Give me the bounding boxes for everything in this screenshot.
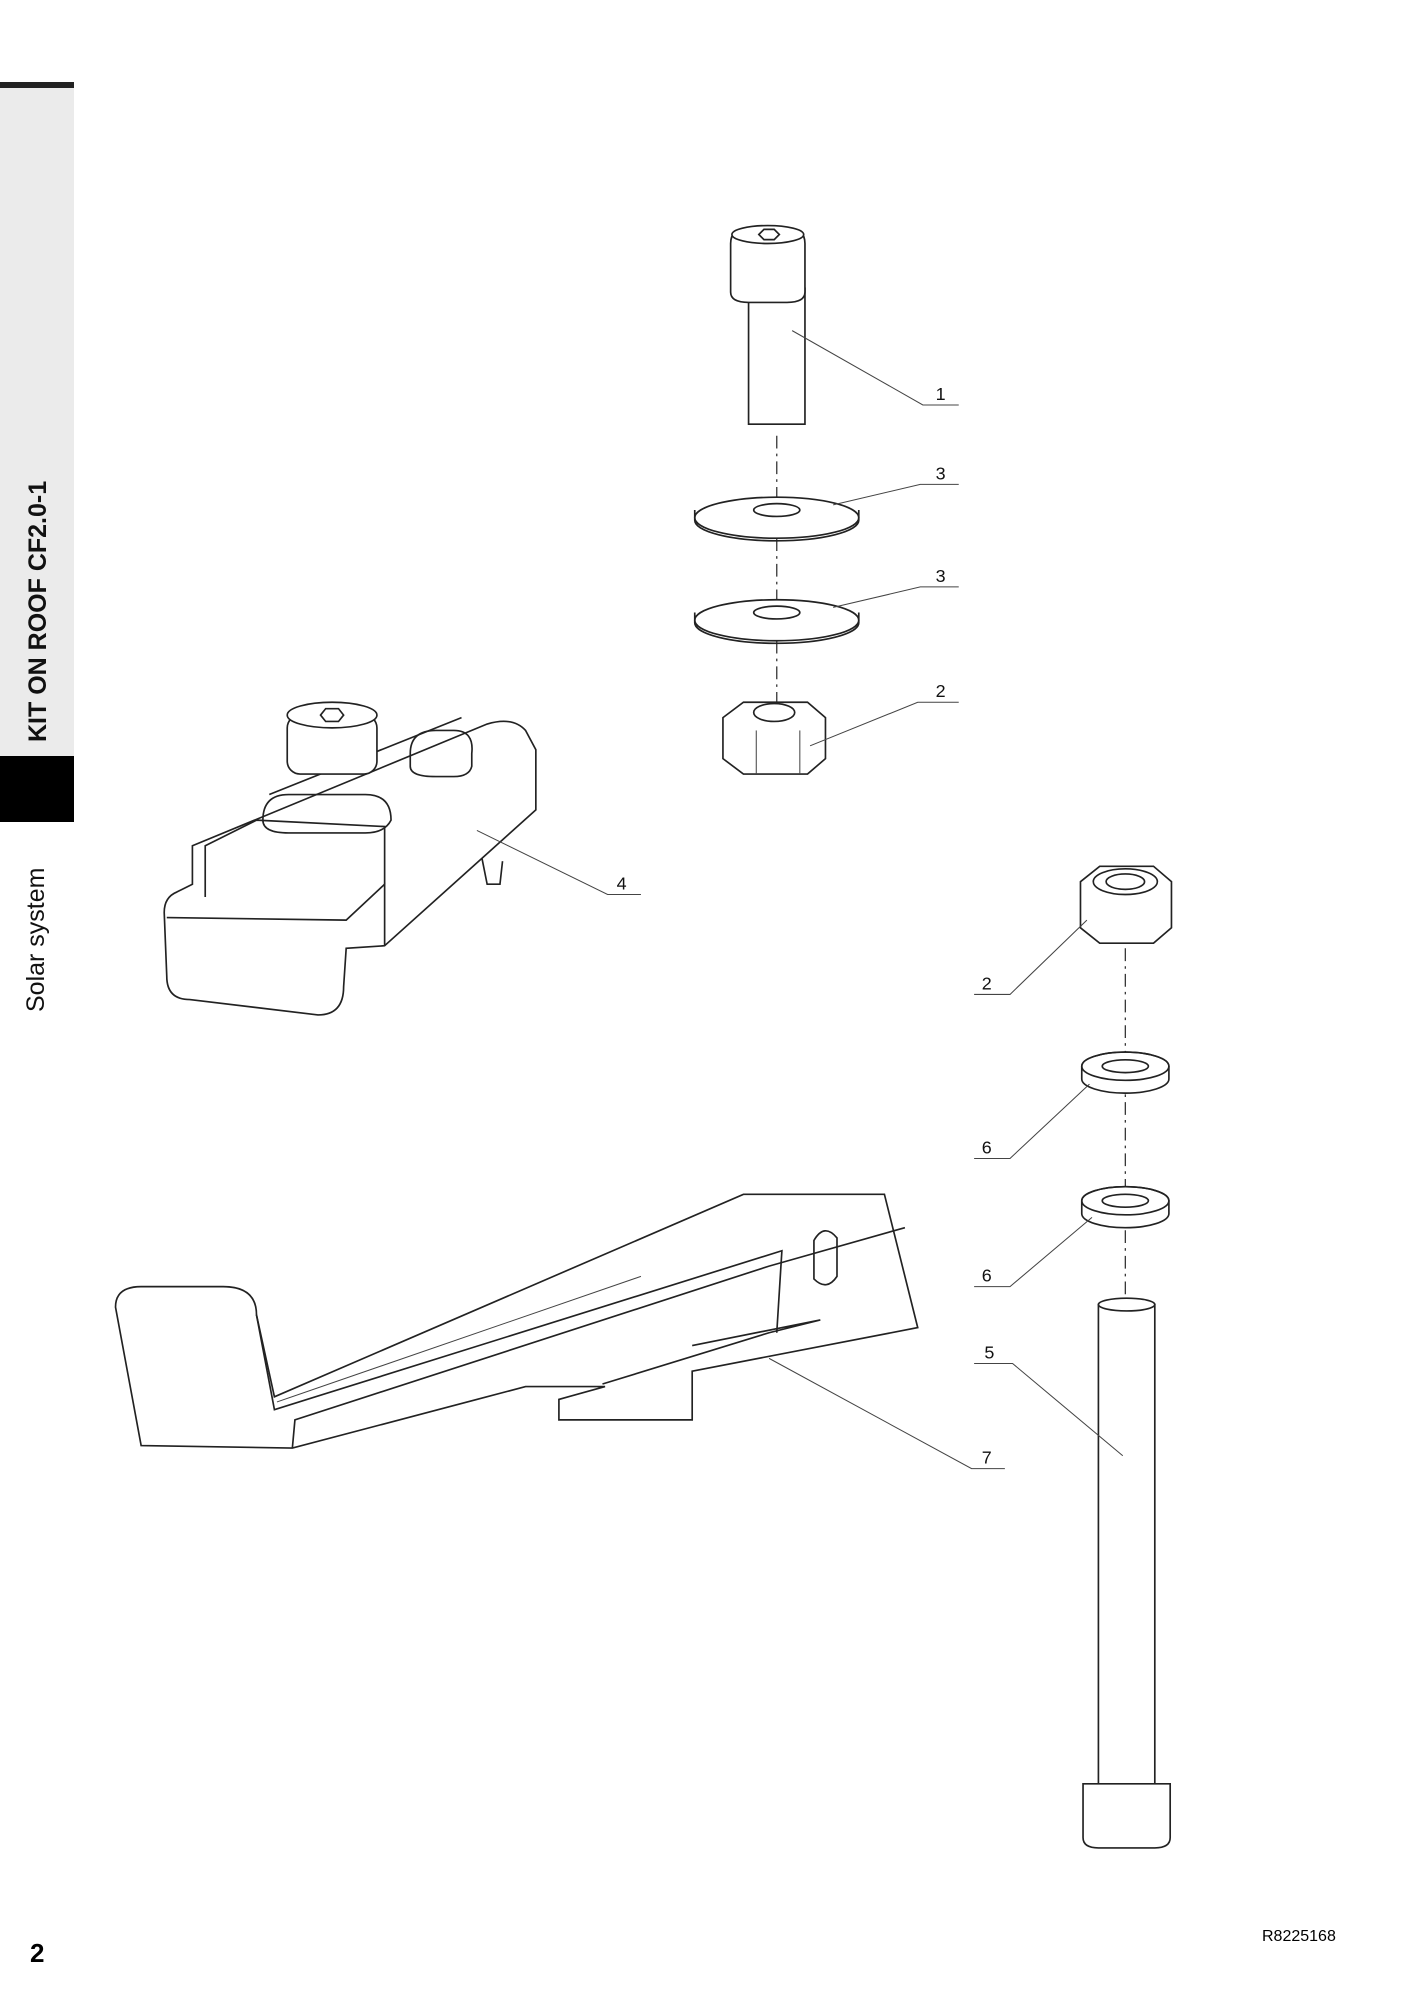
part-4-clamp — [163, 701, 537, 1016]
part-2-nut — [1079, 865, 1173, 1297]
page-number: 2 — [30, 1938, 45, 1968]
callout-4: 4 — [617, 873, 627, 893]
callout-3: 3 — [936, 463, 946, 483]
part-7-roof-hook — [114, 1193, 919, 1449]
sidebar-marker — [0, 756, 74, 822]
document-reference: R8225168 — [1262, 1928, 1336, 1945]
part-3-washer — [693, 496, 860, 542]
header-rule — [0, 82, 74, 88]
part-1-cap-screw — [729, 224, 806, 718]
part-3-washer — [693, 598, 860, 645]
callout-labels: 1 3 3 2 4 2 6 6 5 7 — [617, 384, 995, 1468]
part-5-long-screw — [1082, 1297, 1172, 1849]
callout-6: 6 — [982, 1265, 992, 1285]
sidebar-band — [0, 88, 74, 756]
callout-6: 6 — [982, 1137, 992, 1157]
callout-2: 2 — [936, 681, 946, 701]
callout-5: 5 — [984, 1342, 994, 1362]
part-6-washer — [1080, 1185, 1170, 1229]
callout-1: 1 — [936, 384, 946, 404]
callout-2: 2 — [982, 973, 992, 993]
callout-3: 3 — [936, 566, 946, 586]
part-2-nut — [722, 701, 827, 775]
part-6-washer — [1080, 1051, 1170, 1094]
leader-lines — [476, 330, 1124, 1470]
callout-7: 7 — [982, 1447, 992, 1467]
